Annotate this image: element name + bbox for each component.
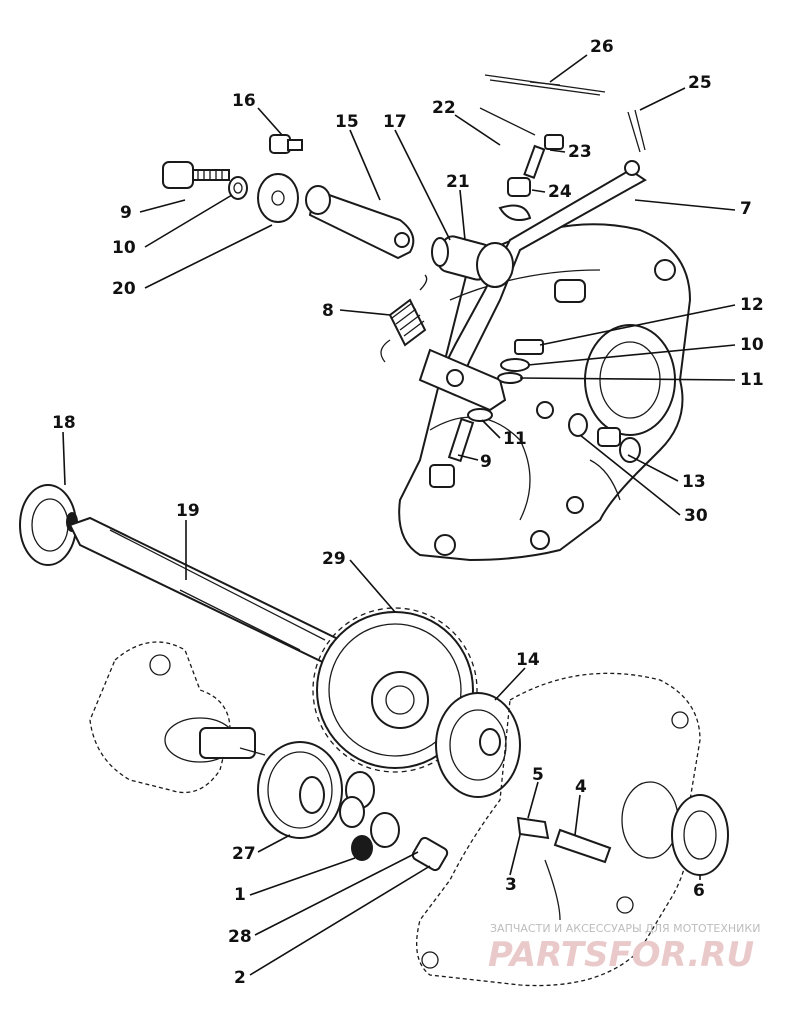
small-hardware-lever [429,339,641,488]
lower-right-housing [416,672,701,987]
callout-18: 18 [52,413,76,433]
callout-27: 27 [232,844,256,864]
upper-housing [398,223,692,562]
gear-29 [312,607,478,773]
bearing-14 [435,692,521,798]
callout-29: 29 [322,549,346,569]
spring-8 [380,274,428,363]
watermark: ЗАПЧАСТИ И АКСЕССУАРЫ ДЛЯ МОТОТЕХНИКИ PA… [488,922,760,975]
callout-4: 4 [575,777,587,797]
leader-lines [62,54,736,976]
callout-17: 17 [383,112,407,132]
seal-6 [671,794,729,876]
arm-15 [305,185,415,260]
sleeve-21 [431,235,514,288]
callout-22: 22 [432,98,456,118]
watermark-brand: PARTSFOR.RU [488,935,754,975]
callout-9-top: 9 [120,203,132,223]
callout-1: 1 [234,885,246,905]
callout-30: 30 [684,506,708,526]
callout-20: 20 [112,279,136,299]
callout-28: 28 [228,927,252,947]
callout-3: 3 [505,875,517,895]
bearing-18 [19,484,78,566]
shift-parts-3-4-5 [516,816,612,864]
callout-5: 5 [532,765,544,785]
callout-6: 6 [693,881,705,901]
callout-11-right: 11 [740,370,764,390]
nut-24 [507,177,531,197]
watermark-caption: ЗАПЧАСТИ И АКСЕССУАРЫ ДЛЯ МОТОТЕХНИКИ [490,922,760,935]
callout-labels: 26 25 16 15 17 22 23 21 24 7 9 10 20 8 1… [52,37,764,988]
callout-8: 8 [322,301,334,321]
callout-9-lower: 9 [480,452,492,472]
washer-20 [257,173,299,223]
bolt-16 [269,134,303,154]
washer-and-nut-parts [339,771,449,872]
callout-12: 12 [740,295,764,315]
callout-23: 23 [568,142,592,162]
callout-14: 14 [516,650,540,670]
callout-26: 26 [590,37,614,57]
callout-13: 13 [682,472,706,492]
callout-24: 24 [548,182,572,202]
callout-10-mid: 10 [740,335,764,355]
callout-25: 25 [688,73,712,93]
bolt-9-top [162,161,230,189]
callout-16: 16 [232,91,256,111]
lower-left-housing [89,641,236,794]
gear-27 [199,727,343,839]
bolt-23 [523,134,564,179]
callout-2: 2 [234,968,246,988]
callout-15: 15 [335,112,359,132]
callout-10-top: 10 [112,238,136,258]
shaft-19 [68,516,349,670]
clip-22 [498,204,532,221]
callout-19: 19 [176,501,200,521]
washer-10-top [228,176,248,200]
callout-21: 21 [446,172,470,192]
callout-11-lower: 11 [503,429,527,449]
callout-7: 7 [740,199,752,219]
